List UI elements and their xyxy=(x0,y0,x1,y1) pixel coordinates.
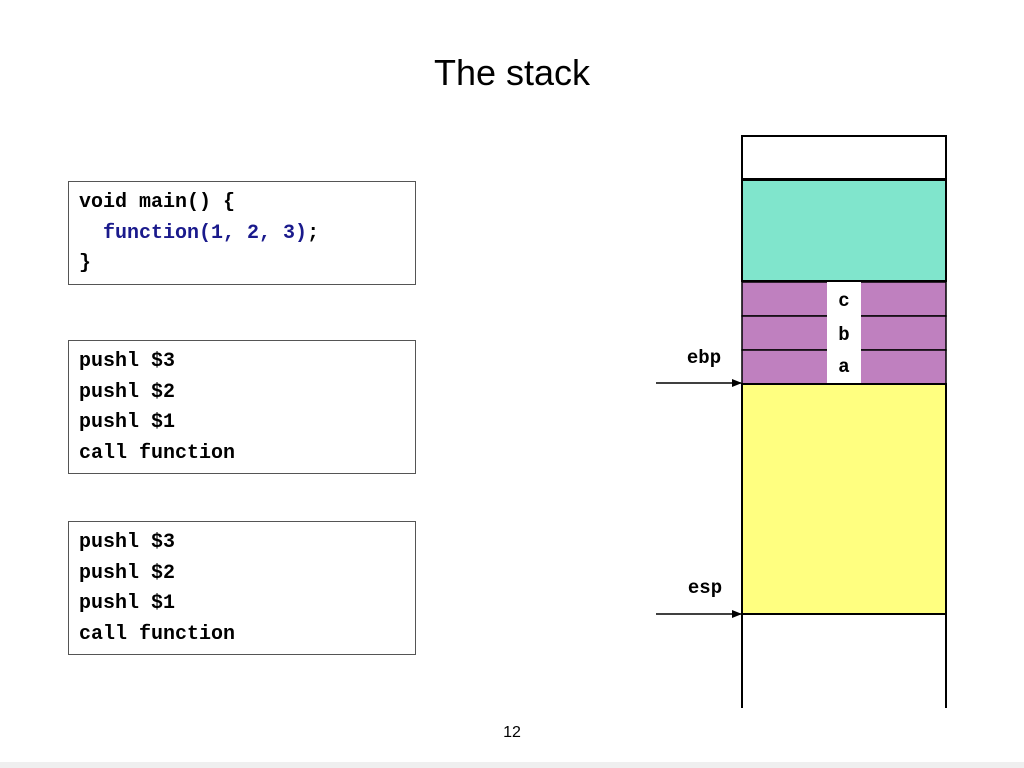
code-line: call function xyxy=(79,441,236,465)
code-line: function(1, 2, 3); xyxy=(79,219,405,250)
code-line: } xyxy=(79,249,405,280)
current-frame xyxy=(741,383,947,615)
arg-label-strip xyxy=(827,282,861,384)
ebp-label: ebp xyxy=(687,347,721,369)
code-line: pushl $1 xyxy=(79,592,176,615)
code-line: pushl $3 xyxy=(79,350,176,373)
footer-bar xyxy=(0,762,1024,768)
code-line: call function xyxy=(79,622,236,646)
code-line: pushl $3 xyxy=(79,531,176,554)
caller-frame xyxy=(741,179,947,282)
esp-label: esp xyxy=(688,577,722,599)
code-text: ; xyxy=(307,221,320,245)
stack-top-cell xyxy=(741,135,947,180)
page-number: 12 xyxy=(503,724,521,741)
arg-label-b: b xyxy=(838,324,849,346)
assembly-box-1: pushl $3 pushl $2 pushl $1 call function xyxy=(68,340,416,474)
slide-title: The stack xyxy=(433,52,591,93)
code-line: void main() { xyxy=(79,188,405,219)
arg-label-a: a xyxy=(838,356,849,378)
assembly-box-2: pushl $3 pushl $2 pushl $1 call function xyxy=(68,521,416,655)
code-text: } xyxy=(79,252,92,275)
c-source-box: void main() { function(1, 2, 3); } xyxy=(68,181,416,285)
code-line: pushl $2 xyxy=(79,380,176,404)
code-text: void main() { xyxy=(79,191,236,214)
code-line: pushl $2 xyxy=(79,561,176,585)
function-call-text: function(1, 2, 3) xyxy=(103,221,308,245)
arg-label-c: c xyxy=(838,290,849,312)
code-line: pushl $1 xyxy=(79,411,176,434)
